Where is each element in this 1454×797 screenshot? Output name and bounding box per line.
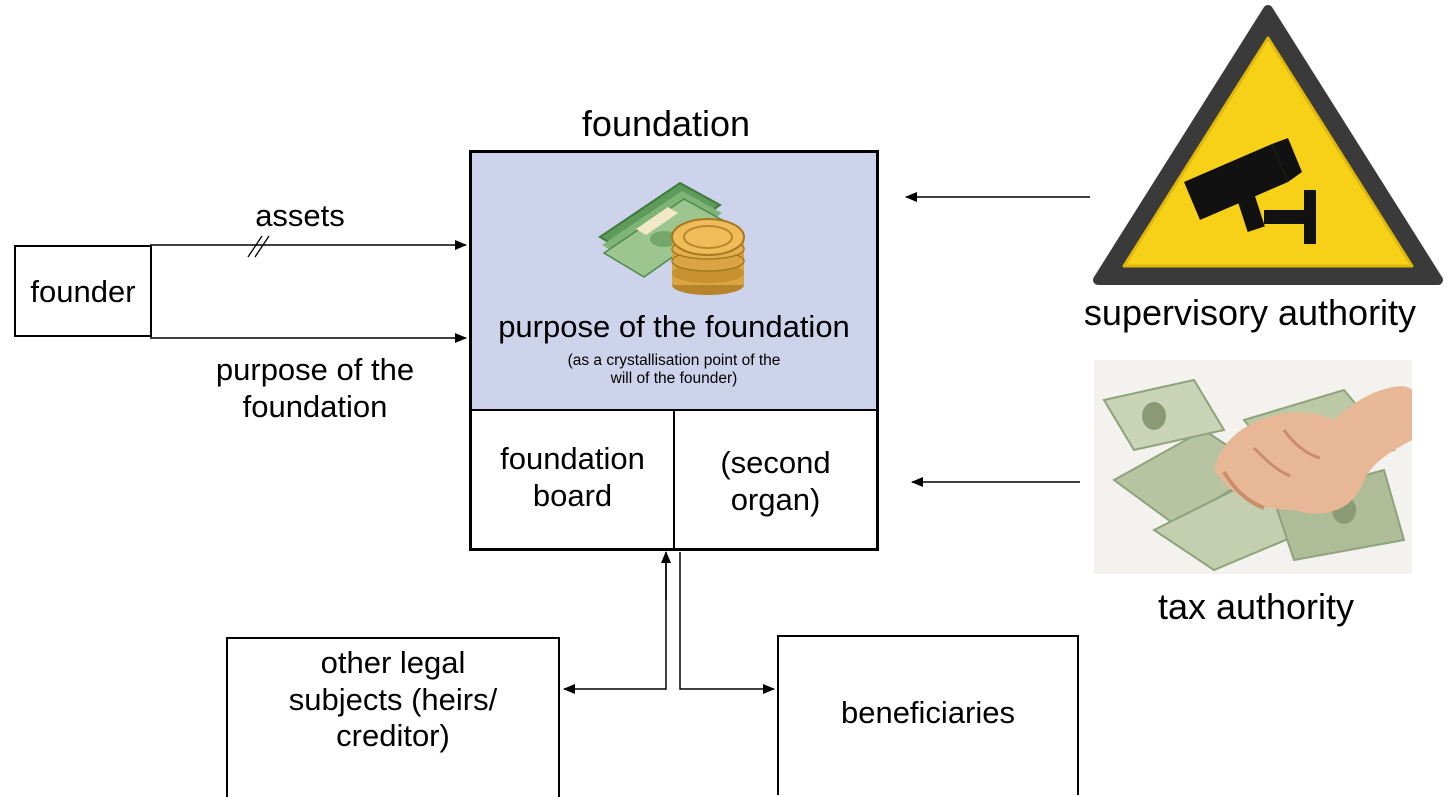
beneficiaries-label: beneficiaries [840, 695, 1016, 730]
beneficiaries-box: beneficiaries [777, 635, 1079, 795]
cctv-warning-icon [1093, 5, 1443, 285]
other-legal-subjects-box: other legal subjects (heirs/ creditor) [226, 637, 560, 797]
money-stack-icon [598, 181, 745, 295]
foundation-board-cell: foundation board [472, 411, 675, 548]
assets-label: assets [255, 198, 345, 233]
foundation-box: purpose of the foundation (as a crystall… [469, 150, 879, 551]
purpose-input-label: purpose of the foundation [215, 352, 415, 424]
purpose-section: purpose of the foundation (as a crystall… [472, 153, 876, 411]
other-subjects-connector [563, 560, 667, 694]
foundation-board-label: foundation board [500, 441, 645, 513]
assets-break-mark-2 [254, 235, 270, 258]
tax-authority-label: tax authority [1157, 586, 1355, 627]
founder-label: founder [30, 274, 136, 309]
assets-break-mark-1 [247, 235, 263, 258]
other-legal-subjects-label: other legal subjects (heirs/ creditor) [288, 645, 498, 754]
second-organ-cell: (second organ) [675, 411, 876, 548]
grabbing-money-photo [1094, 360, 1412, 574]
purpose-note-text: (as a crystallisation point of the will … [567, 352, 781, 388]
founder-box: founder [14, 245, 152, 337]
supervisory-authority-label: supervisory authority [1083, 292, 1417, 333]
purpose-main-text: purpose of the foundation [498, 309, 850, 344]
beneficiaries-connector [679, 552, 775, 694]
foundation-title: foundation [581, 103, 751, 144]
second-organ-label: (second organ) [720, 445, 831, 517]
